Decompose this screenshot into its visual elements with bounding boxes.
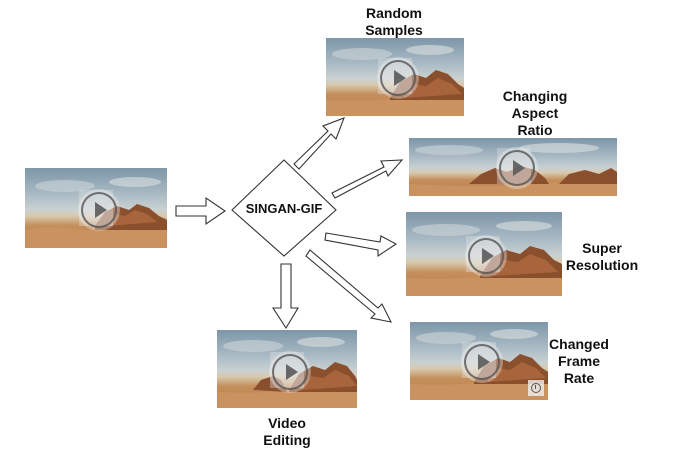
changed-frame-rate-label: Changed Frame Rate xyxy=(549,336,609,386)
input-video-thumbnail xyxy=(25,168,167,248)
arrow-to-frame-rate xyxy=(305,249,392,323)
arrow-input-to-singan xyxy=(175,196,226,226)
frame-rate-thumbnail xyxy=(410,322,548,400)
play-icon[interactable] xyxy=(81,192,117,228)
play-icon[interactable] xyxy=(272,354,308,390)
play-icon[interactable] xyxy=(380,60,416,96)
desert-scene xyxy=(326,45,464,116)
random-samples-thumbnail xyxy=(326,38,464,116)
clock-icon xyxy=(528,380,544,396)
play-icon[interactable] xyxy=(468,238,504,274)
video-editing-label: Video Editing xyxy=(263,415,311,448)
changing-aspect-ratio-label: Changing Aspect Ratio xyxy=(502,88,568,138)
arrow-to-random-samples xyxy=(293,117,345,170)
super-resolution-thumbnail xyxy=(406,212,562,296)
play-icon[interactable] xyxy=(499,150,535,186)
play-icon[interactable] xyxy=(464,344,500,380)
random-samples-label: Random Samples xyxy=(365,5,423,38)
arrow-to-aspect-ratio xyxy=(331,159,404,199)
desert-scene xyxy=(217,337,357,408)
singan-gif-node xyxy=(231,159,337,257)
video-editing-thumbnail xyxy=(217,330,357,408)
singan-gif-label: SINGAN-GIF xyxy=(245,201,323,216)
aspect-ratio-thumbnail xyxy=(409,138,617,196)
arrow-to-super-resolution xyxy=(324,232,398,258)
arrow-to-video-editing xyxy=(271,263,299,330)
super-resolution-label: Super Resolution xyxy=(565,240,639,273)
